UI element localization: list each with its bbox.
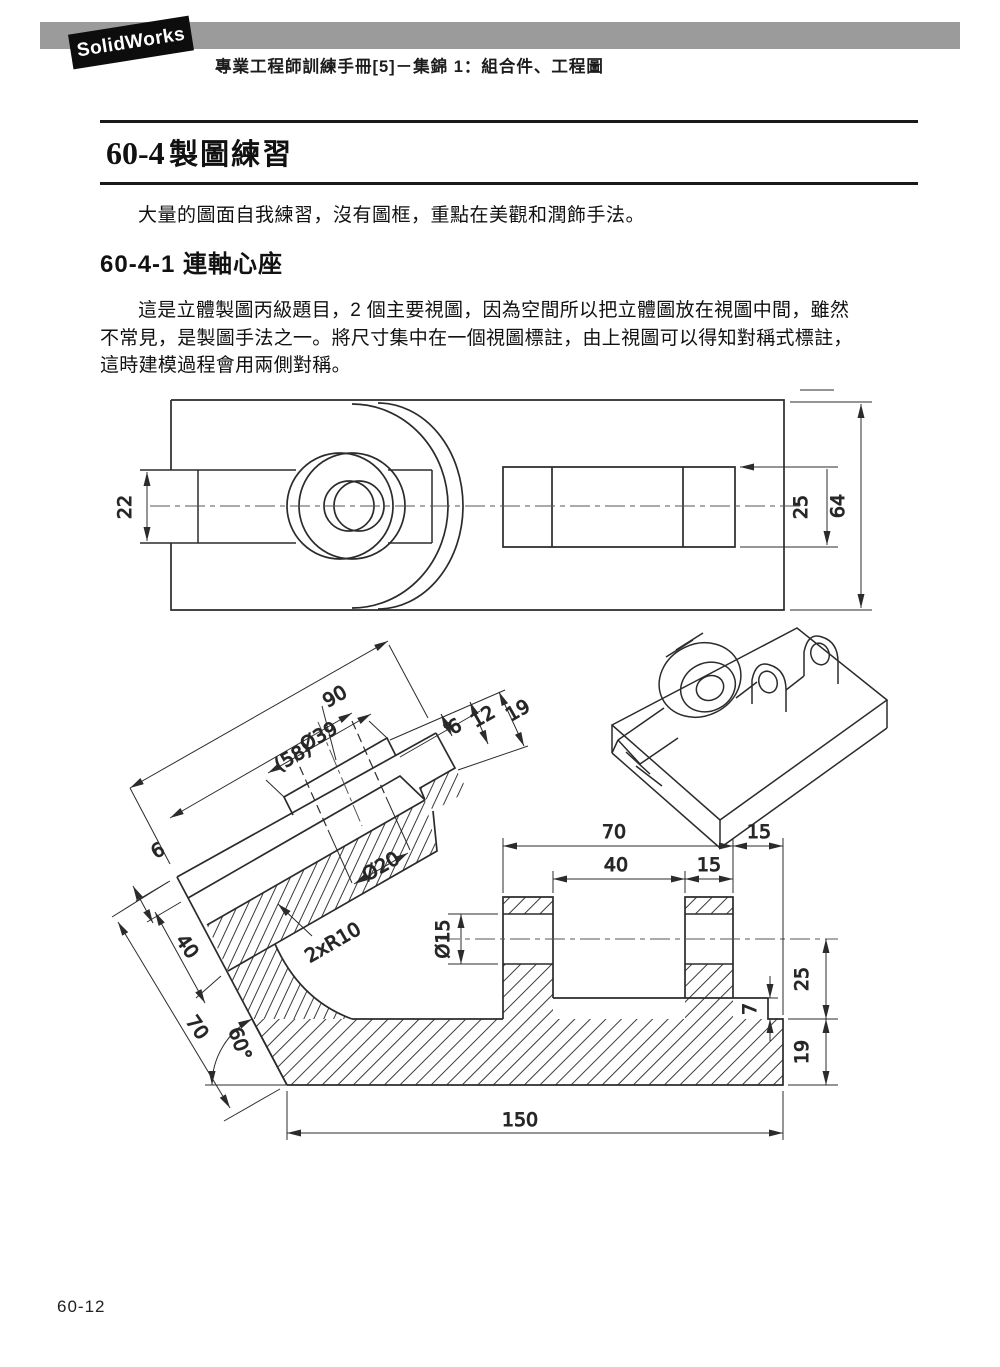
dimension-label: 70 [602,821,626,843]
dimension-label: 40 [171,930,203,962]
top-view-lugs [502,466,736,548]
section-number: 60-4 [106,135,165,171]
lug-hole-lines [503,913,733,965]
body-line: 這是立體製圖丙級題目，2 個主要視圖，因為空間所以把立體圖放在視圖中間，雖然 [138,300,850,321]
base-outline [251,896,784,1086]
slot-bottom-line [206,799,426,926]
dimension-label: 19 [791,1040,813,1064]
front-view-hatching [207,768,783,1085]
dimension-label: 60° [224,1024,256,1063]
dimension-label: 90 [319,681,351,712]
dimension-label: 15 [747,821,771,843]
dimension-label: 40 [604,854,628,876]
dimension-label: Ø15 [432,919,454,958]
lug-base-hatch [503,964,553,1019]
subsection-number: 60-4-1 [100,251,176,278]
dimension-label: 25 [790,495,812,519]
section-title: 60-4 製圖練習 [100,120,918,185]
dimension-label: 25 [791,967,813,991]
subsection-name: 連軸心座 [183,251,284,278]
fork-arc [377,402,464,610]
lug-cap-hatch [503,897,553,914]
base-section-hatch [252,1019,783,1085]
subsection-body: 這是立體製圖丙級題目，2 個主要視圖，因為空間所以把立體圖放在視圖中間，雖然 不… [100,297,916,380]
dimension-label: 7 [739,1003,761,1015]
inner-face [227,810,438,972]
arm-section-hatch [207,800,437,971]
dimension-label: 70 [181,1011,213,1043]
section-name: 製圖練習 [169,139,294,171]
dimension-label: 15 [697,854,721,876]
top-view-dimensions: 22 25 64 [114,389,872,611]
lug-base-hatch [685,964,733,1019]
dimension-label: 22 [114,495,136,519]
body-line: 不常見，是製圖手法之一。將尺寸集中在一個視圖標註，由上視圖可以得知對稱式標註， [100,327,853,349]
top-view-outline [170,399,785,611]
dimension-label: 150 [502,1109,538,1131]
subsection-title: 60-4-1 連軸心座 [100,244,283,279]
page-number: 60-12 [57,1297,106,1316]
arm-root-hatch [228,944,352,1019]
fork-tip-hatch [420,768,468,811]
dimension-label: 2xR10 [301,918,365,967]
fillet-transition [274,943,353,1020]
dimension-label: 6 [444,714,465,739]
dimension-label: 64 [827,494,849,518]
body-line: 這時建模過程會用兩側對稱。 [100,355,351,376]
top-view [140,399,800,611]
section-intro: 大量的圖面自我練習，沒有圖框，重點在美觀和潤飾手法。 [138,205,646,226]
dimension-label: 19 [502,695,534,726]
isometric-view [610,627,889,849]
header-bar [40,22,960,49]
hole-axis [317,721,363,827]
dimension-label: 6 [147,838,168,863]
boss-circle [286,452,394,560]
lug-cap-hatch [685,897,733,914]
seat-line [187,774,426,899]
fork-tip [418,732,457,801]
header-subtitle: 專業工程師訓練手冊[5]－集錦 1：組合件、工程圖 [215,58,604,76]
